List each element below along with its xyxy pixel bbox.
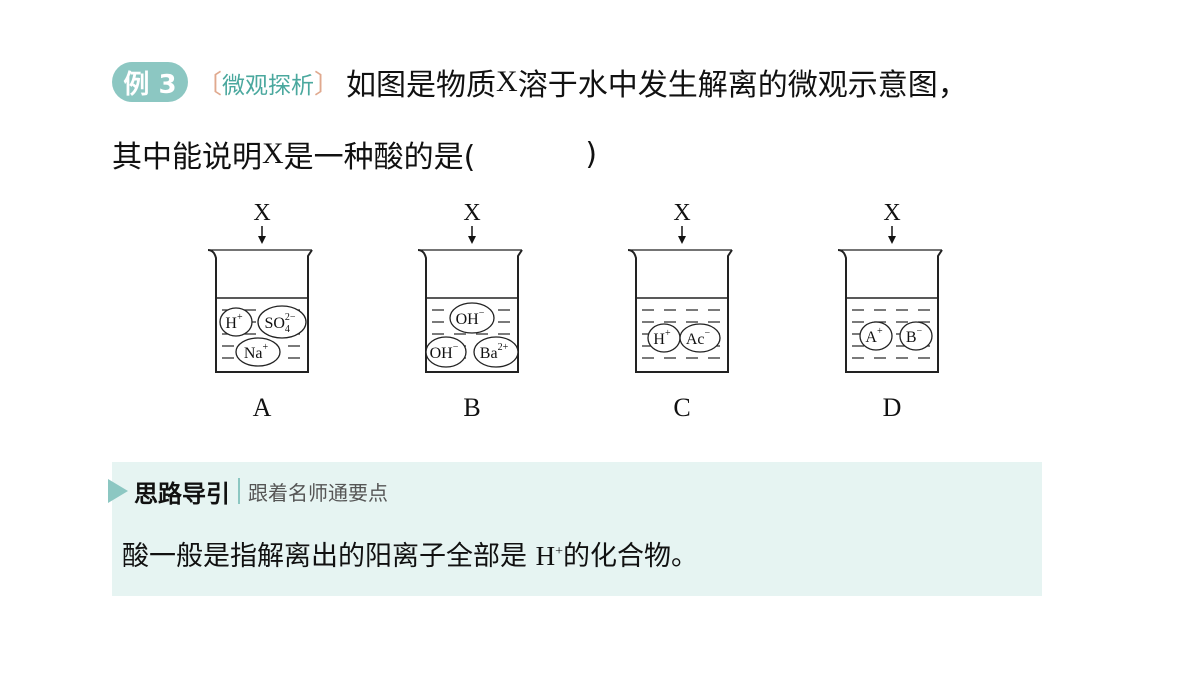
question-text-2c: ) bbox=[585, 136, 598, 172]
hint-divider bbox=[238, 478, 240, 504]
beaker-b: X OH− OH− Ba2+ B bbox=[417, 200, 523, 422]
hint-title: 思路导引 bbox=[134, 479, 230, 508]
ion-label: OH− bbox=[456, 308, 485, 328]
ion-label: B− bbox=[906, 326, 923, 346]
beaker-option-label: C bbox=[673, 393, 690, 422]
beaker-diagrams: X H+ SO42− Na+ A X OH− OH− Ba2+ B X H+ Ac− C X A+ B− D bbox=[207, 200, 943, 422]
ion-circle bbox=[449, 302, 495, 334]
beaker-option-label: B bbox=[463, 393, 480, 422]
ion-label: Ba2+ bbox=[480, 342, 509, 362]
ion-circle bbox=[257, 305, 307, 339]
ion-circle bbox=[473, 336, 519, 368]
hint-box: 思路导引 跟着名师通要点 酸一般是指解离出的阳离子全部是 H+的化合物。 bbox=[108, 462, 1042, 596]
beaker-top-label: X bbox=[253, 200, 270, 226]
ion-label: SO42− bbox=[264, 312, 295, 335]
ion-circle bbox=[859, 321, 893, 351]
question-line-1: 例 3 〔微观探析〕 如图是物质 X 溶于水中发生解离的微观示意图， bbox=[112, 60, 968, 104]
beaker-a: X H+ SO42− Na+ A bbox=[207, 200, 313, 422]
ion-circle bbox=[899, 321, 933, 351]
hint-subtitle: 跟着名师通要点 bbox=[248, 480, 388, 505]
ion-label: A+ bbox=[865, 326, 883, 346]
beaker-top-label: X bbox=[883, 200, 900, 226]
ion-label: OH− bbox=[430, 342, 459, 362]
arrow-head-icon bbox=[888, 236, 896, 244]
topic-tag: 〔微观探析〕 bbox=[196, 69, 341, 100]
arrow-head-icon bbox=[678, 236, 686, 244]
beaker-c: X H+ Ac− C bbox=[627, 200, 733, 422]
beaker-d: X A+ B− D bbox=[837, 200, 943, 422]
question-text-1b: 溶于水中发生解离的微观示意图， bbox=[517, 68, 968, 103]
question-text-2a: 其中能说明 bbox=[112, 140, 262, 175]
beaker-outline bbox=[627, 249, 733, 373]
question-text-1a: 如图是物质 bbox=[346, 68, 497, 103]
ion-circle bbox=[235, 337, 281, 367]
ion-circle bbox=[679, 323, 721, 353]
ion-label: Na+ bbox=[244, 342, 269, 362]
arrow-head-icon bbox=[258, 236, 266, 244]
ion-circle bbox=[425, 336, 467, 368]
substance-x-2: X bbox=[262, 137, 284, 170]
beaker-top-label: X bbox=[673, 200, 690, 226]
beaker-option-label: D bbox=[883, 393, 902, 422]
ion-circle bbox=[219, 307, 253, 337]
substance-x: X bbox=[496, 65, 518, 98]
beaker-top-label: X bbox=[463, 200, 480, 226]
beaker-outline bbox=[837, 249, 943, 373]
arrow-head-icon bbox=[468, 236, 476, 244]
triangle-icon bbox=[108, 479, 128, 503]
ion-label: Ac− bbox=[686, 328, 711, 348]
ion-label: H+ bbox=[225, 312, 243, 332]
example-badge: 例 3 bbox=[112, 62, 188, 102]
question-text-2b: 是一种酸的是( bbox=[283, 140, 476, 175]
beaker-option-label: A bbox=[253, 393, 272, 422]
question-line-2: 其中能说明 X 是一种酸的是( ) bbox=[112, 132, 597, 176]
ion-label: H+ bbox=[653, 328, 671, 348]
hint-header: 思路导引 跟着名师通要点 bbox=[108, 476, 388, 508]
hint-text: 酸一般是指解离出的阳离子全部是 H+的化合物。 bbox=[122, 541, 698, 572]
